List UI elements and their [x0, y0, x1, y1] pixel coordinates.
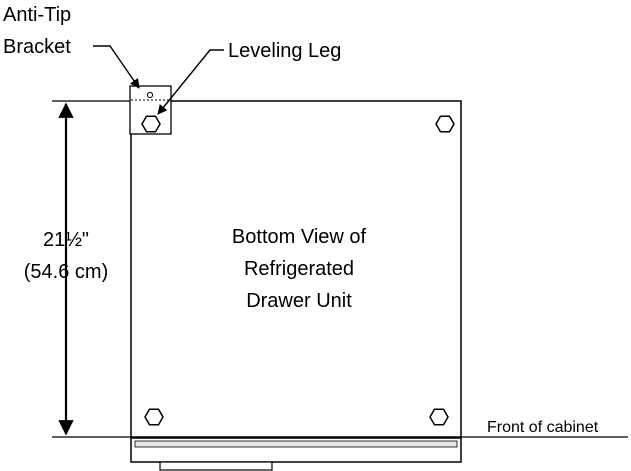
- center-label-line2: Refrigerated: [244, 258, 354, 280]
- depth-metric-label: (54.6 cm): [24, 261, 108, 283]
- center-label-line1: Bottom View of: [232, 226, 367, 248]
- leveling-leg-label: Leveling Leg: [228, 40, 341, 62]
- center-label-line3: Drawer Unit: [246, 290, 352, 312]
- front-of-cabinet-label: Front of cabinet: [487, 419, 599, 436]
- anti-tip-label-line2: Bracket: [3, 36, 71, 58]
- front-toe-tab: [159, 461, 273, 471]
- bracket-screw-hole-icon: [146, 91, 154, 99]
- anti-tip-leader: [93, 45, 140, 89]
- front-kick-plate-strip: [134, 440, 458, 448]
- anti-tip-label-line1: Anti-Tip: [3, 4, 71, 26]
- drawer-unit-outline: [130, 100, 462, 438]
- leveling-leg-leader: [157, 49, 224, 115]
- depth-imperial-label: 21½": [43, 229, 89, 251]
- leveling-leg-front-right-icon: [429, 408, 449, 426]
- leveling-leg-rear-right-icon: [435, 115, 455, 133]
- leveling-leg-front-left-icon: [144, 408, 164, 426]
- leveling-leg-rear-left-icon: [141, 115, 161, 133]
